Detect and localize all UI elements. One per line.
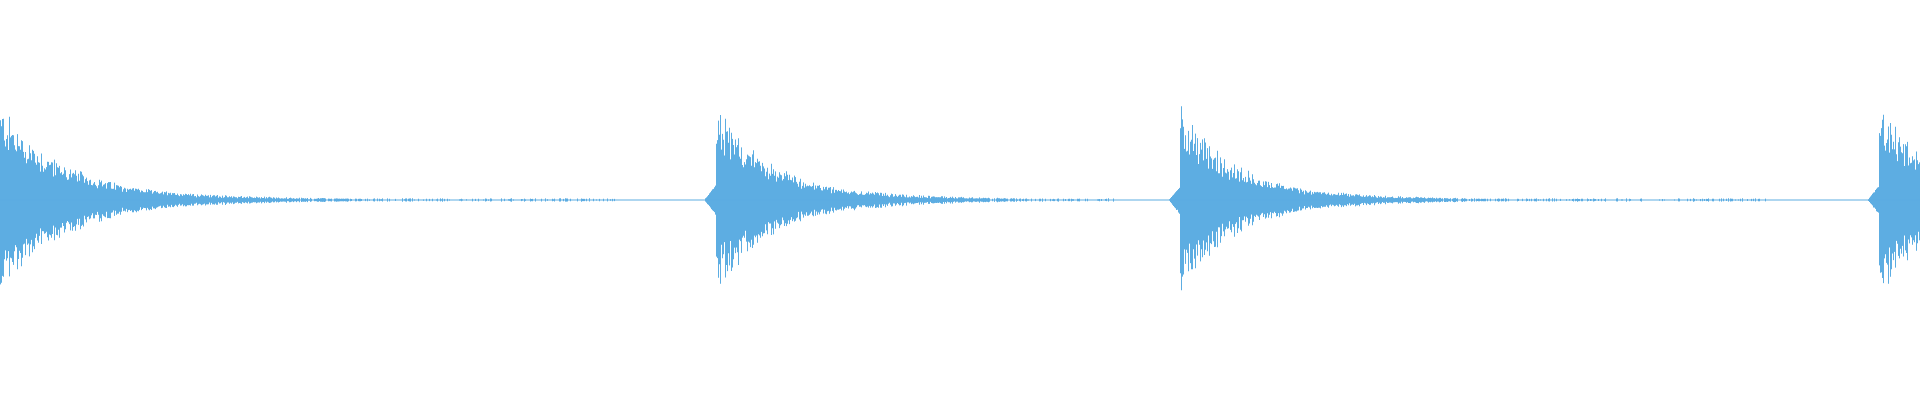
waveform-path bbox=[0, 106, 1920, 291]
waveform-trace bbox=[0, 106, 1920, 291]
